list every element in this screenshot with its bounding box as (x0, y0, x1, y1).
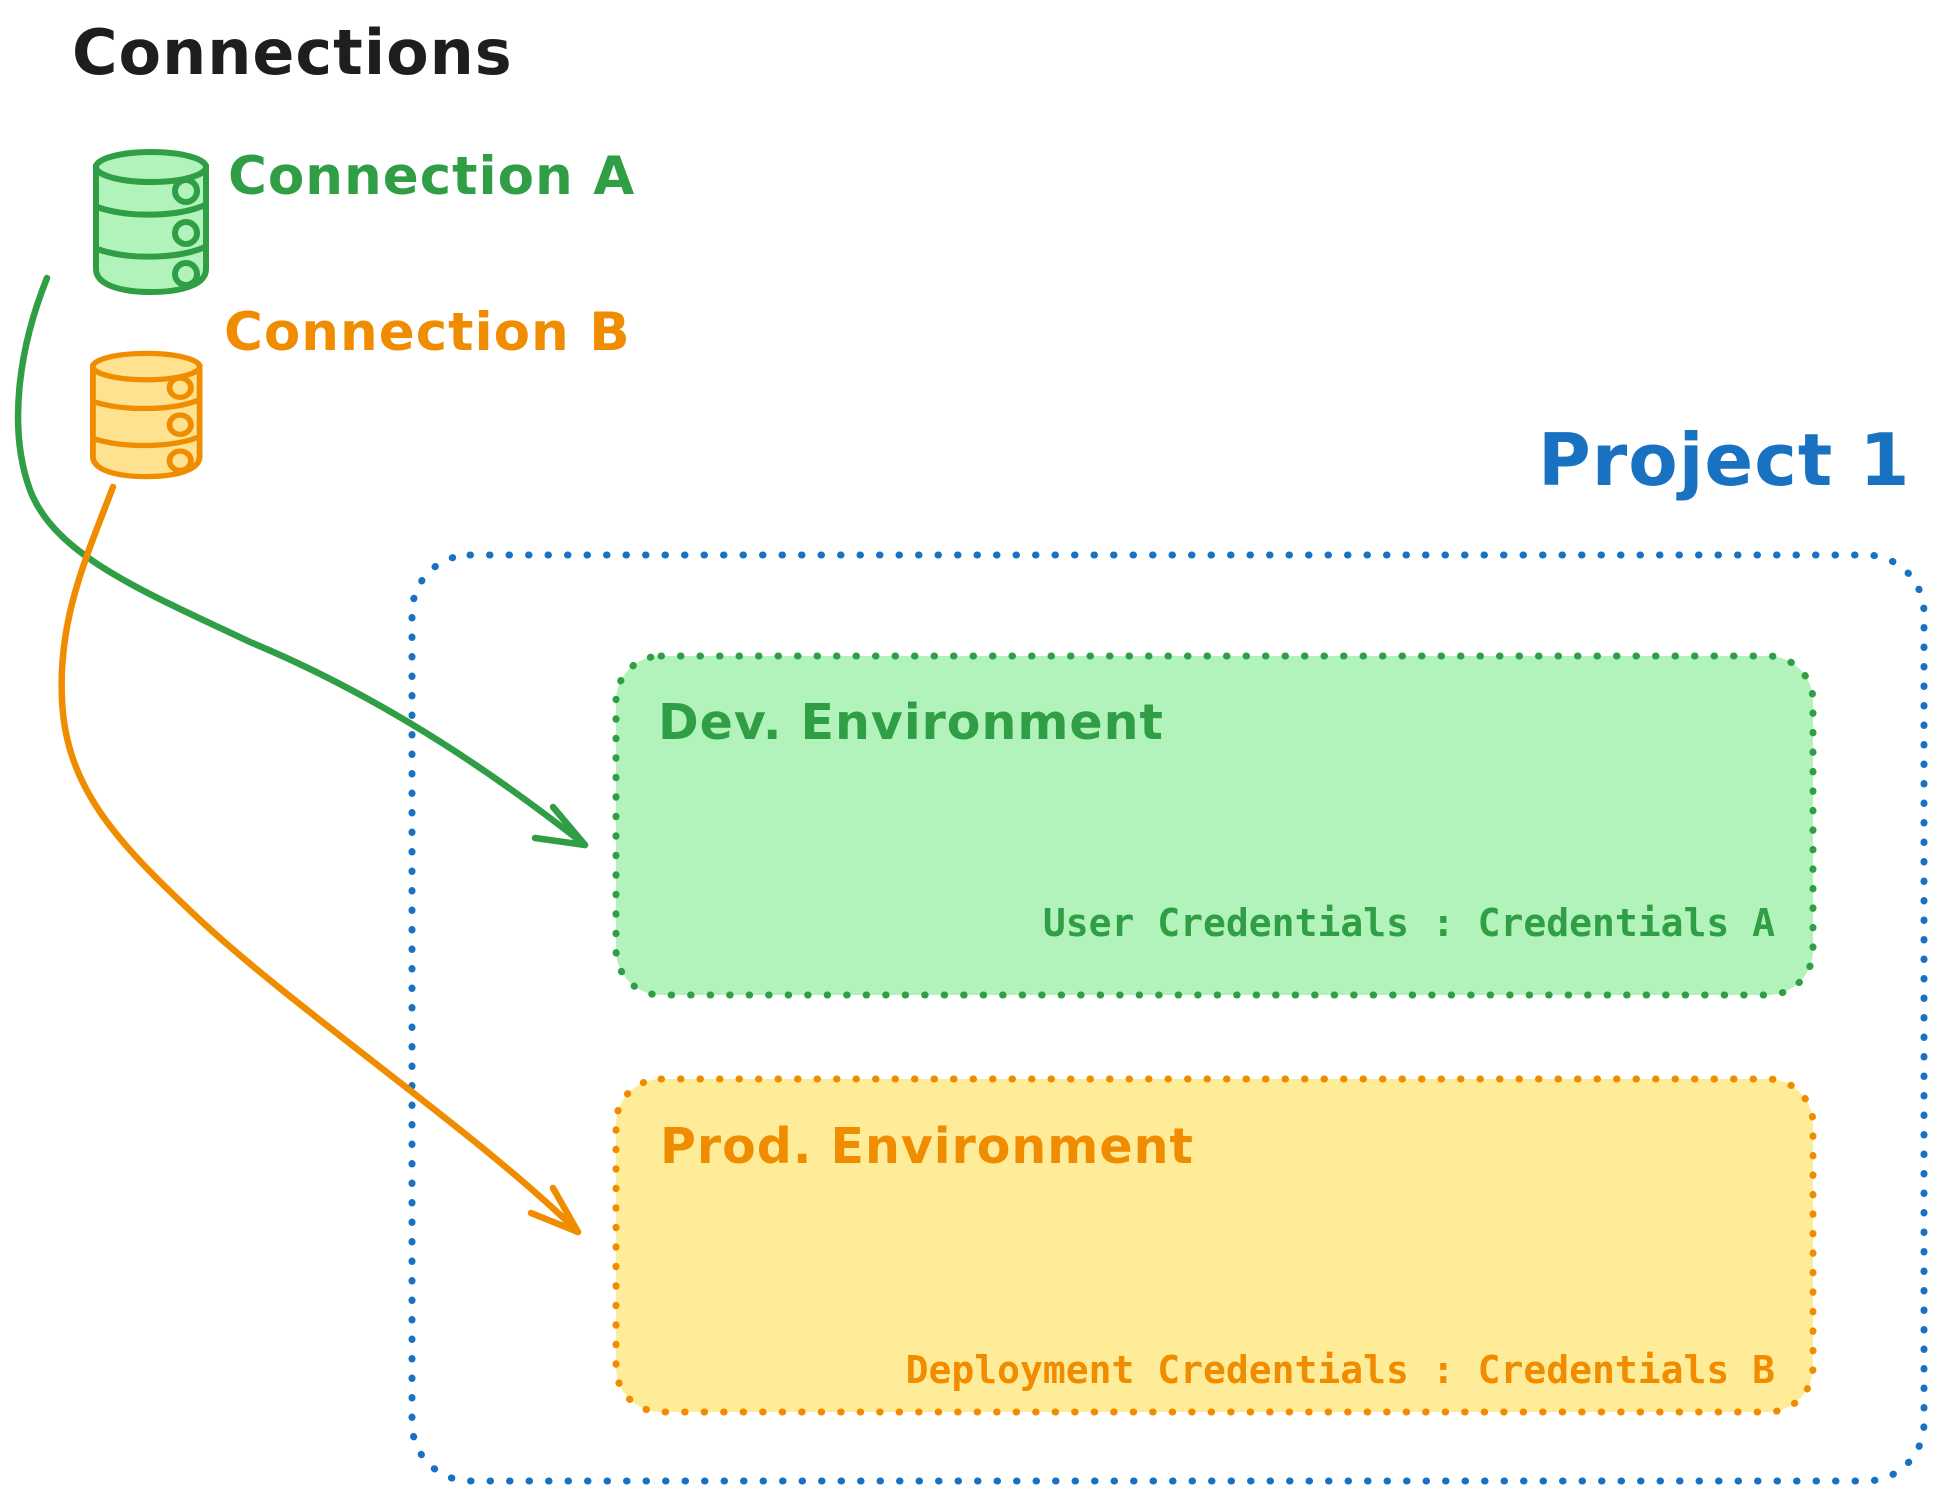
diagram-title: Connections (72, 16, 513, 89)
arrowhead-dev (531, 803, 589, 849)
arrowhead-prod (527, 1184, 582, 1236)
database-icon-connection-a (96, 152, 206, 292)
project-box (408, 551, 1928, 1485)
dev-environment-box (612, 652, 1817, 999)
dev-environment-title: Dev. Environment (658, 694, 1164, 751)
prod-environment-box (612, 1075, 1817, 1416)
database-icon-connection-b (93, 353, 200, 476)
connection-a-label: Connection A (228, 146, 636, 207)
connection-b-label: Connection B (224, 302, 631, 363)
arrow-connection-a-to-dev (14, 274, 589, 849)
prod-environment-title: Prod. Environment (660, 1118, 1194, 1175)
dev-environment-credentials: User Credentials : Credentials A (1042, 901, 1775, 945)
arrow-connection-b-to-prod (58, 483, 582, 1236)
prod-environment-credentials: Deployment Credentials : Credentials B (905, 1348, 1775, 1392)
project-label: Project 1 (1538, 418, 1911, 502)
